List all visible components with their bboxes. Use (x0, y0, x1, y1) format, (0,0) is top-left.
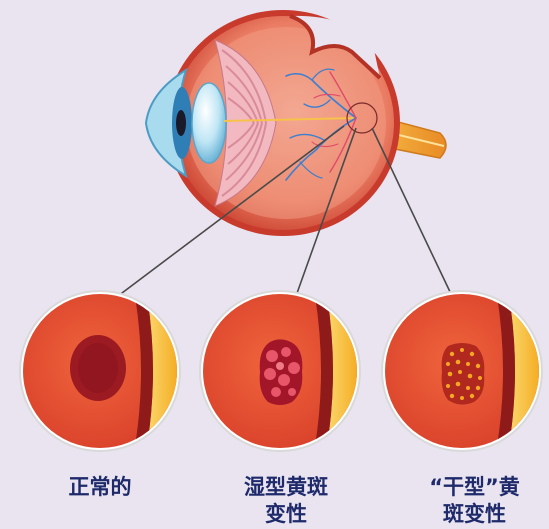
label-normal-text: 正常的 (35, 474, 165, 501)
wet-macula-circle (200, 290, 360, 452)
label-dry-line-1: “干型”黄 (402, 474, 547, 501)
label-wet-line-2: 变性 (221, 501, 351, 528)
normal-macula-circle (20, 290, 180, 452)
lens (192, 83, 226, 163)
label-wet-line-1: 湿型黄斑 (221, 474, 351, 501)
eyeball-illustration (146, 10, 446, 236)
label-normal: 正常的 (35, 474, 165, 501)
dry-macula-circle (382, 290, 542, 452)
label-dry-macular-degeneration: “干型”黄 斑变性 (402, 474, 547, 528)
pupil (176, 110, 186, 136)
label-dry-line-2: 斑变性 (402, 501, 547, 528)
label-wet-macular-degeneration: 湿型黄斑 变性 (221, 474, 351, 528)
